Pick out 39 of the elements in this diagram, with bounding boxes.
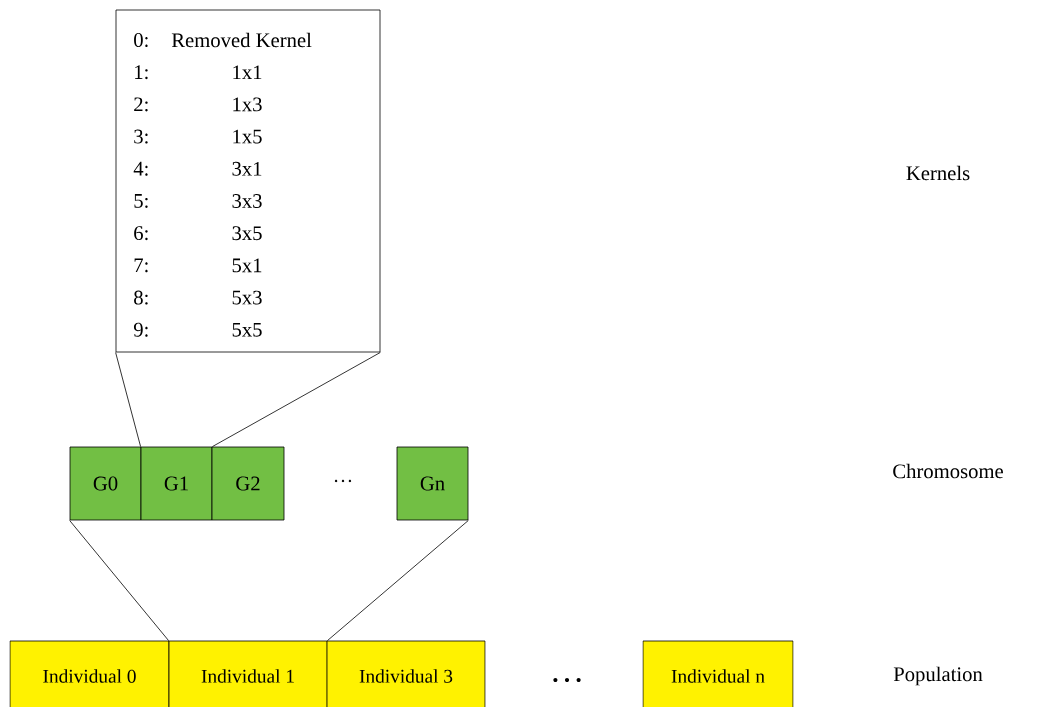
kernel-size: 3x1 bbox=[232, 161, 262, 176]
zoom-line bbox=[212, 352, 381, 447]
kernel-size: 1x1 bbox=[233, 65, 262, 79]
gene-box: G0 bbox=[69, 446, 142, 521]
zoom-line bbox=[69, 520, 169, 641]
row-label: Chromosome bbox=[893, 463, 1003, 479]
kernel-size: 1x5 bbox=[233, 129, 262, 144]
individual-box: Individual 1 bbox=[168, 640, 328, 707]
kernel-index: 2: bbox=[134, 97, 148, 112]
kernel-size: 5x3 bbox=[232, 290, 262, 305]
gene-box: Gn bbox=[396, 446, 469, 521]
node-label: Individual 1 bbox=[201, 669, 294, 683]
kernel-index: 3: bbox=[134, 129, 148, 144]
kernel-index: 8: bbox=[134, 290, 148, 305]
kernel-size: 5x1 bbox=[232, 258, 262, 273]
gene-box: G1 bbox=[140, 446, 213, 521]
kernel-size: Removed Kernel bbox=[171, 32, 312, 48]
kernel-table-box bbox=[115, 9, 381, 353]
ellipsis: … bbox=[553, 677, 581, 683]
kernel-index: 7: bbox=[134, 258, 148, 273]
individual-box: Individual n bbox=[642, 640, 794, 707]
kernel-size: 5x5 bbox=[232, 322, 262, 337]
ellipsis: … bbox=[334, 479, 352, 483]
zoom-line bbox=[327, 520, 469, 641]
zoom-line bbox=[115, 352, 141, 447]
kernel-index: 4: bbox=[133, 161, 148, 176]
kernel-index: 0: bbox=[134, 33, 148, 47]
row-label: Population bbox=[893, 666, 983, 686]
individual-box: Individual 3 bbox=[326, 640, 486, 707]
row-label: Kernels bbox=[906, 165, 970, 181]
kernel-size: 3x3 bbox=[232, 194, 262, 208]
kernel-size: 1x3 bbox=[233, 97, 262, 112]
gene-box: G2 bbox=[211, 446, 285, 521]
kernel-size: 3x5 bbox=[232, 226, 262, 241]
kernel-index: 9: bbox=[133, 322, 148, 337]
kernel-index: 1: bbox=[135, 65, 148, 80]
individual-box: Individual 0 bbox=[9, 640, 170, 707]
kernel-index: 6: bbox=[134, 226, 148, 241]
kernel-index: 5: bbox=[134, 194, 148, 208]
